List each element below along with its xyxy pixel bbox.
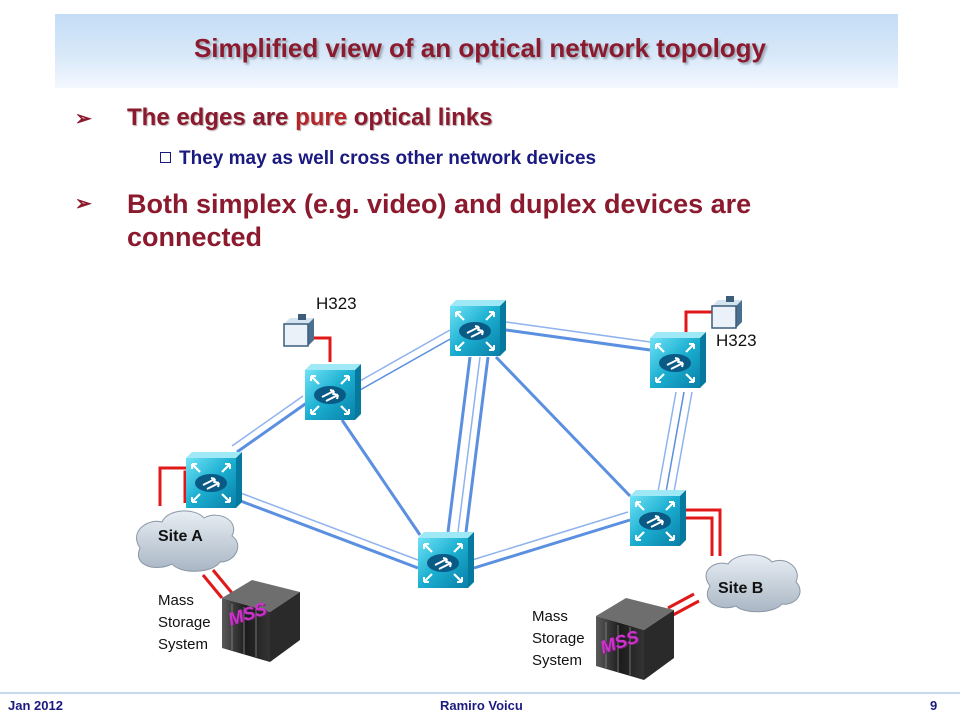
mss-left-line2: Storage: [158, 614, 211, 631]
router-icon: [303, 362, 363, 422]
bullet-edges: ➢ The edges are pure optical links: [75, 104, 492, 132]
bullet-marker: ➢: [75, 108, 92, 130]
mss-left-line1: Mass: [158, 592, 194, 609]
bullet-edges-prefix: The edges are: [127, 104, 296, 131]
router-icon: [628, 488, 688, 548]
mass-storage-left-icon: [222, 580, 300, 662]
bullet-simplex-duplex-text: Both simplex (e.g. video) and duplex dev…: [127, 189, 752, 252]
footer-author: Ramiro Voicu: [440, 698, 523, 713]
bullet-edges-suffix: optical links: [347, 104, 493, 131]
mss-right-line1: Mass: [532, 608, 568, 625]
mss-left-line3: System: [158, 636, 209, 653]
mass-storage-right-label: Mass Storage System: [532, 606, 585, 672]
optical-links: [231, 321, 693, 570]
title-band: [55, 14, 898, 88]
mss-right-line2: Storage: [532, 630, 585, 647]
subbullet-text: They may as well cross other network dev…: [179, 148, 597, 169]
router-icon: [416, 530, 476, 590]
subbullet-square-marker: [160, 152, 171, 163]
footer-date: Jan 2012: [8, 698, 63, 713]
bullet-marker: ➢: [75, 193, 92, 215]
slide-title: Simplified view of an optical network to…: [193, 33, 767, 63]
router-icon: [184, 450, 244, 510]
mass-storage-right-icon: [596, 598, 674, 680]
site-b-label: Site B: [718, 580, 764, 597]
h323-label-left: H323: [316, 294, 357, 313]
h323-label-right: H323: [716, 331, 757, 350]
site-a-label: Site A: [158, 528, 203, 545]
router-icon: [448, 298, 508, 358]
h323-terminal-icon: [711, 295, 743, 329]
site-b-cloud: [705, 554, 801, 613]
mass-storage-left-label: Mass Storage System: [158, 590, 211, 656]
footer-page-number: 9: [930, 698, 938, 713]
site-a-cloud: [136, 510, 239, 572]
router-icon: [648, 330, 708, 390]
subbullet-cross-devices: They may as well cross other network dev…: [160, 148, 596, 170]
footer-divider: [0, 692, 960, 694]
bullet-edges-highlight: pure: [295, 104, 348, 131]
mss-right-line3: System: [532, 652, 583, 669]
h323-terminal-icon: [283, 313, 315, 347]
